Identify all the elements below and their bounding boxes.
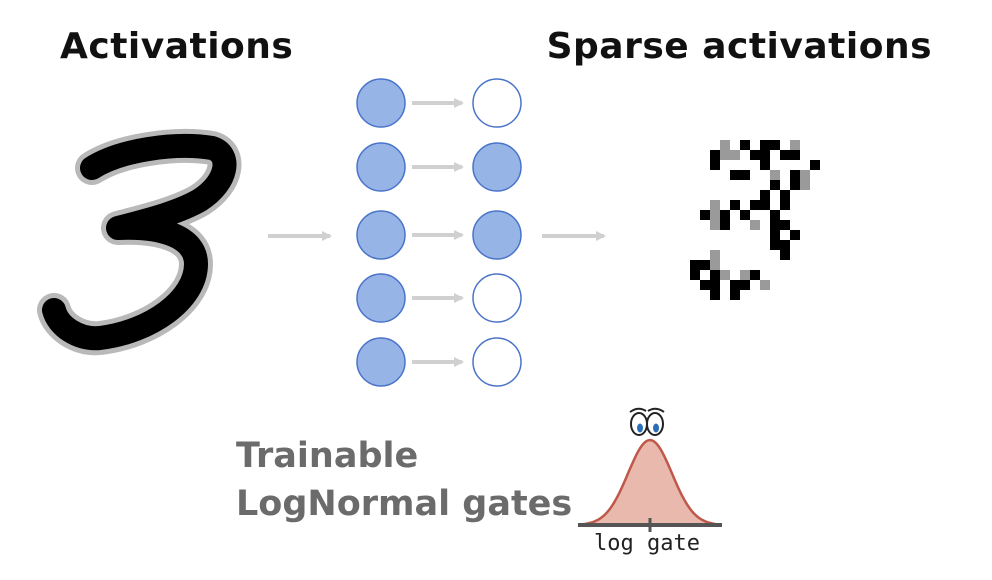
sparse-pixel	[730, 170, 740, 180]
input-node	[356, 78, 406, 128]
sparse-pixel	[760, 200, 770, 210]
sparse-pixel	[750, 200, 760, 210]
caption-line-1: Trainable	[236, 436, 419, 476]
digit-three-icon	[37, 129, 242, 356]
sparse-pixel	[740, 170, 750, 180]
sparse-pixel	[750, 220, 760, 230]
sparse-pixel	[790, 180, 800, 190]
sparse-pixel	[720, 140, 730, 150]
sparse-pixel	[750, 270, 760, 280]
sparse-pixel	[780, 220, 790, 230]
sparse-pixel	[780, 240, 790, 250]
distribution-curve	[578, 438, 722, 527]
active-gate-node	[472, 142, 522, 192]
sparse-pixel	[740, 140, 750, 150]
sparse-pixel	[770, 240, 780, 250]
sparse-pixel	[780, 190, 790, 200]
sparse-pixel	[720, 210, 730, 220]
sparse-pixel	[710, 250, 720, 260]
sparse-pixel	[760, 280, 770, 290]
sparse-pixel	[770, 170, 780, 180]
caption-line-2: LogNormal gates	[236, 484, 573, 524]
sparse-pixel	[740, 210, 750, 220]
sparse-pixel	[710, 260, 720, 270]
sparse-pixel	[790, 230, 800, 240]
sparse-pixel	[710, 290, 720, 300]
sparse-pixel	[770, 220, 780, 230]
inactive-gate-node	[472, 78, 522, 128]
sparse-pixel	[710, 280, 720, 290]
eyes-icon	[629, 407, 665, 436]
sparse-pixel	[740, 270, 750, 280]
sparse-pixel	[710, 220, 720, 230]
sparse-pixel	[730, 280, 740, 290]
sparse-pixel	[730, 200, 740, 210]
input-node	[356, 210, 406, 260]
sparse-pixel	[710, 160, 720, 170]
sparse-pixel	[790, 150, 800, 160]
sparse-pixel	[730, 150, 740, 160]
sparse-pixel	[760, 150, 770, 160]
activations-title: Activations	[60, 26, 294, 67]
sparse-pixel	[700, 280, 710, 290]
sparse-pixel	[770, 210, 780, 220]
lognormal-distribution	[578, 407, 722, 532]
log-gate-label: log gate	[594, 531, 700, 556]
sparse-pixel	[700, 210, 710, 220]
sparse-digit-three-icon	[690, 140, 820, 300]
sparse-pixel	[720, 270, 730, 280]
sparse-pixel	[780, 200, 790, 210]
sparse-pixel	[710, 150, 720, 160]
sparse-pixel	[700, 260, 710, 270]
caption: Trainable LogNormal gates	[236, 432, 572, 528]
sparse-pixel	[770, 230, 780, 240]
sparse-pixel	[800, 170, 810, 180]
inactive-gate-node	[472, 273, 522, 323]
sparse-pixel	[760, 190, 770, 200]
sparse-pixel	[760, 140, 770, 150]
inactive-gate-node	[472, 337, 522, 387]
sparse-pixel	[790, 170, 800, 180]
sparse-pixel	[710, 210, 720, 220]
sparse-pixel	[800, 180, 810, 190]
active-gate-node	[472, 210, 522, 260]
sparse-pixel	[790, 140, 800, 150]
sparse-pixel	[780, 150, 790, 160]
input-node	[356, 273, 406, 323]
gate-network	[356, 78, 522, 387]
sparse-pixel	[750, 150, 760, 160]
sparse-pixel	[690, 260, 700, 270]
sparse-pixel	[810, 160, 820, 170]
sparse-pixel	[720, 150, 730, 160]
sparse-pixel	[730, 290, 740, 300]
sparse-activations-title: Sparse activations	[546, 26, 932, 67]
sparse-pixel	[740, 280, 750, 290]
sparse-pixel	[770, 140, 780, 150]
input-node	[356, 337, 406, 387]
input-node	[356, 142, 406, 192]
sparse-pixel	[780, 250, 790, 260]
sparse-pixel	[770, 180, 780, 190]
sparse-pixel	[710, 270, 720, 280]
sparse-pixel	[760, 160, 770, 170]
sparse-pixel	[720, 220, 730, 230]
sparse-pixel	[690, 270, 700, 280]
sparse-pixel	[710, 200, 720, 210]
